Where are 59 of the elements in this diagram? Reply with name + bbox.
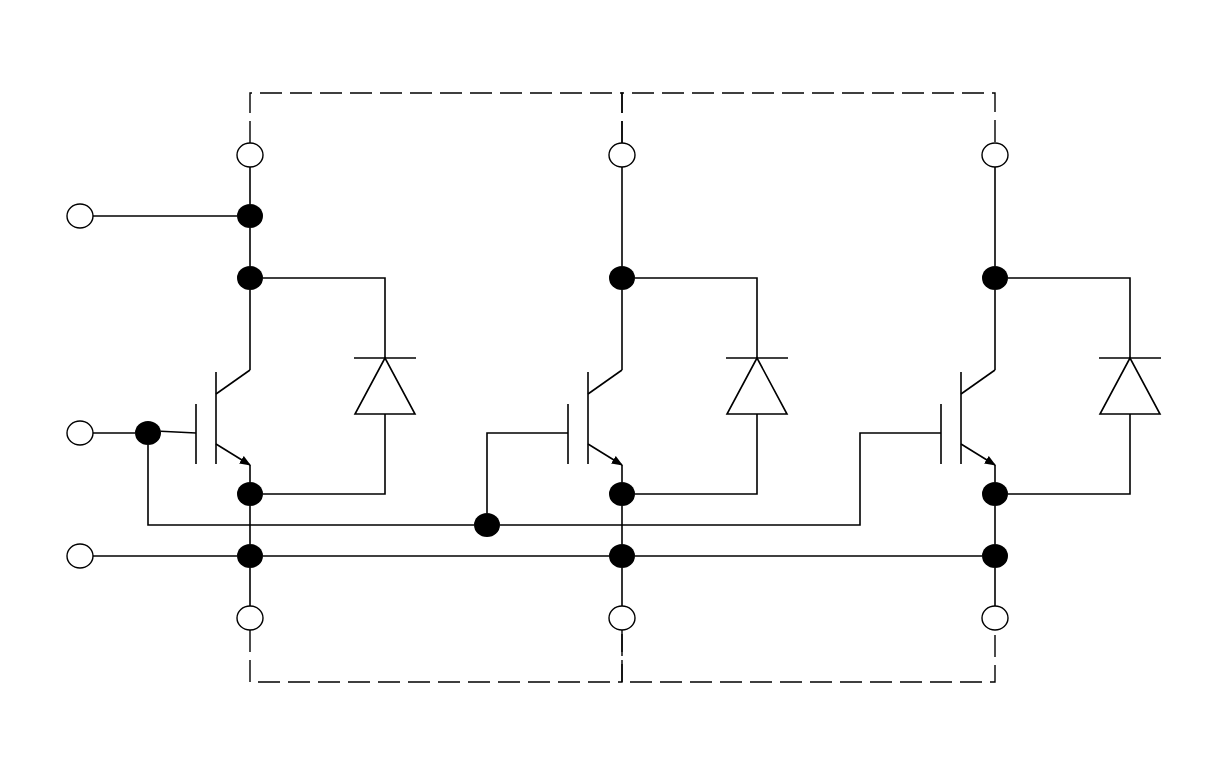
- wire: [994, 289, 996, 371]
- wire: [262, 555, 610, 557]
- transistor-symbol: [567, 369, 623, 466]
- wire: [249, 227, 251, 267]
- junction-dot: [609, 266, 635, 290]
- terminal-circle: [236, 605, 264, 631]
- wire: [994, 464, 996, 483]
- junction-dot: [474, 513, 500, 537]
- junction-dot: [237, 204, 263, 228]
- wire: [621, 289, 623, 371]
- transistor-symbol: [940, 369, 996, 466]
- junction-dot: [609, 482, 635, 506]
- wire: [634, 555, 983, 557]
- terminal-circle: [981, 605, 1009, 631]
- transistor-symbol: [195, 369, 251, 466]
- wire: [486, 432, 569, 514]
- dashed-line: [249, 629, 623, 683]
- wire: [249, 505, 251, 545]
- diode-symbol: [1098, 356, 1162, 415]
- wire: [262, 413, 386, 495]
- wire: [249, 166, 251, 205]
- wire: [621, 166, 623, 267]
- wire: [621, 464, 623, 483]
- terminal-circle: [608, 605, 636, 631]
- terminal-circle: [66, 203, 94, 229]
- diode-symbol: [353, 356, 417, 415]
- terminal-circle: [236, 142, 264, 168]
- wire: [634, 277, 758, 359]
- junction-dot: [135, 421, 161, 445]
- wire: [249, 464, 251, 483]
- wire: [262, 277, 386, 359]
- junction-dot: [237, 266, 263, 290]
- terminal-circle: [66, 420, 94, 446]
- wire: [147, 444, 475, 526]
- wire: [994, 166, 996, 267]
- wire: [994, 505, 996, 545]
- wire: [621, 505, 623, 545]
- diode-symbol: [725, 356, 789, 415]
- junction-dot: [237, 482, 263, 506]
- junction-dot: [237, 544, 263, 568]
- wire: [160, 430, 197, 434]
- junction-dot: [609, 544, 635, 568]
- terminal-circle: [981, 142, 1009, 168]
- junction-dot: [982, 266, 1008, 290]
- wire: [621, 567, 623, 607]
- wire: [249, 289, 251, 371]
- junction-dot: [982, 482, 1008, 506]
- dashed-line: [621, 92, 996, 144]
- wire: [994, 567, 996, 607]
- terminal-circle: [66, 543, 94, 569]
- dashed-line: [249, 92, 623, 144]
- terminal-circle: [608, 142, 636, 168]
- junction-dot: [982, 544, 1008, 568]
- wire: [499, 432, 942, 526]
- wire: [1007, 413, 1131, 495]
- wire: [1007, 277, 1131, 359]
- dashed-line: [621, 629, 996, 683]
- wire: [634, 413, 758, 495]
- wire: [249, 567, 251, 607]
